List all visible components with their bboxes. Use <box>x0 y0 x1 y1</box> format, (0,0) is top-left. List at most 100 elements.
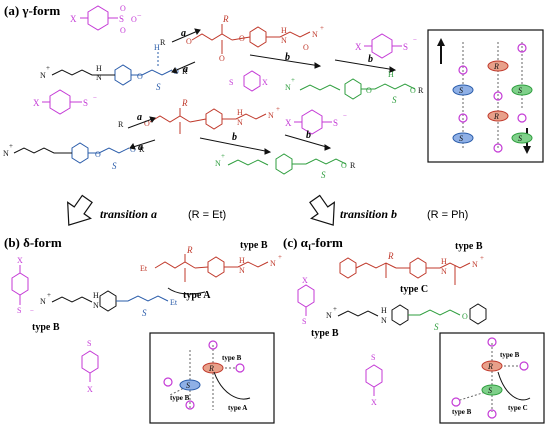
molecule-s-panel-b <box>51 290 117 312</box>
r-group-label: R <box>118 120 124 129</box>
plus-charge: + <box>276 105 280 113</box>
inset-type-a-label: type A <box>228 404 247 412</box>
n-plus-atom: N <box>215 159 221 168</box>
s-atom: S <box>302 317 306 326</box>
plus-charge: + <box>221 152 225 160</box>
type-a-arrow <box>167 287 206 295</box>
inset-type-b-label: type B <box>500 351 520 359</box>
sulfonate-left-c <box>297 284 315 316</box>
n-plus-atom: N <box>268 111 274 120</box>
s-chirality-label: S <box>392 95 397 105</box>
r-group-label: R <box>418 86 424 95</box>
n-atom: N <box>381 316 387 325</box>
type-b-label: type B <box>32 322 60 333</box>
n-atom: N <box>96 73 102 82</box>
n-plus-atom: N <box>40 71 46 80</box>
inset-type-b-label: type B <box>222 354 242 362</box>
o-atom: O <box>219 54 225 63</box>
plus-charge: + <box>480 254 484 262</box>
type-c-label: type C <box>400 284 428 295</box>
panel-a-inset <box>427 29 544 163</box>
panel-c-inset <box>439 332 545 424</box>
et-group: Et <box>140 264 148 273</box>
n-plus-atom: N <box>326 311 332 320</box>
r-group-label: R <box>160 38 166 47</box>
plus-charge: + <box>47 291 51 299</box>
o-atom: O <box>120 4 126 13</box>
h-atom: H <box>388 70 394 79</box>
o-atom: O <box>366 86 372 95</box>
h-atom: H <box>93 291 99 300</box>
panel-c-label: (c) αI-form <box>283 235 343 252</box>
molecule-r-panel-b <box>154 254 269 282</box>
h-atom: H <box>381 306 387 315</box>
panel-a-label: (a) γ-form <box>4 3 60 18</box>
s-atom: S <box>83 98 88 108</box>
molecule-s-bottom-a <box>71 142 130 164</box>
x-label: X <box>33 98 40 108</box>
o-atom: O <box>95 150 101 159</box>
s-chirality-label: S <box>434 322 439 332</box>
r-group-label: R <box>182 67 188 76</box>
n-atom: N <box>281 36 287 45</box>
x-label: X <box>355 42 362 52</box>
sulfonate-top-a <box>80 5 118 31</box>
n-plus-atom: N <box>270 259 276 268</box>
s-atom: S <box>229 78 233 87</box>
s-atom: S <box>371 353 375 362</box>
h-atom: H <box>96 64 102 73</box>
molecule-s-bottom-right-a <box>227 153 347 175</box>
r-chirality-label: R <box>222 14 229 24</box>
transition-b-condition: (R = Ph) <box>427 209 468 221</box>
plus-charge: + <box>46 64 50 72</box>
s-atom: S <box>333 118 338 128</box>
s-atom: S <box>403 42 408 52</box>
transition-a-label: transition a <box>100 207 157 221</box>
transition-a-arrow <box>67 194 93 226</box>
minus-charge: − <box>30 307 34 315</box>
inset-r-label: R <box>487 362 493 371</box>
molecule-s-left-a <box>114 64 173 86</box>
molecule-s-panel-c <box>337 304 409 326</box>
type-b-label: type B <box>240 240 268 251</box>
interaction-label-a: a <box>181 28 186 39</box>
o-atom: O <box>410 86 416 95</box>
interaction-label-a: a <box>183 64 188 75</box>
n-atom: N <box>441 267 447 276</box>
inset-r-label: R <box>493 62 499 71</box>
molecule-s-tail-b <box>116 295 169 302</box>
sulfonate-bottom-b <box>81 350 99 382</box>
sulfonate-right-row3-a <box>294 109 332 135</box>
x-label: X <box>262 78 268 87</box>
o-atom: O <box>462 312 468 321</box>
interaction-label-b: b <box>285 52 290 63</box>
molecule-r-top-a <box>191 24 311 54</box>
o-atom: O <box>239 34 245 43</box>
sulfonate-left-a <box>42 89 82 115</box>
s-chirality-label: S <box>112 161 117 171</box>
plus-charge: + <box>291 76 295 84</box>
h-atom: H <box>237 108 243 117</box>
n-atom: N <box>237 118 243 127</box>
o-atom: O <box>341 161 347 170</box>
transition-b-label: transition b <box>340 207 397 221</box>
x-label: X <box>285 118 292 128</box>
h-atom: H <box>441 257 447 266</box>
transition-b-arrow <box>309 194 335 226</box>
molecule-left-black-a <box>51 69 115 76</box>
inset-r-label: R <box>208 364 214 373</box>
inset-s-label: S <box>488 386 492 395</box>
inset-s-label: S <box>459 134 463 143</box>
n-plus-atom: N <box>40 297 46 306</box>
n-plus-atom: N <box>285 83 291 92</box>
plus-charge: + <box>278 253 282 261</box>
molecule-r-middle-a <box>149 108 267 134</box>
inset-s-label: S <box>518 134 522 143</box>
inset-s-label: S <box>518 86 522 95</box>
n-atom: N <box>239 266 245 275</box>
r-chirality-label: R <box>186 245 193 255</box>
et-group: Et <box>170 298 178 307</box>
plus-charge: + <box>320 24 324 32</box>
s-chirality-label: S <box>142 308 147 318</box>
o-atom: O <box>131 15 137 24</box>
